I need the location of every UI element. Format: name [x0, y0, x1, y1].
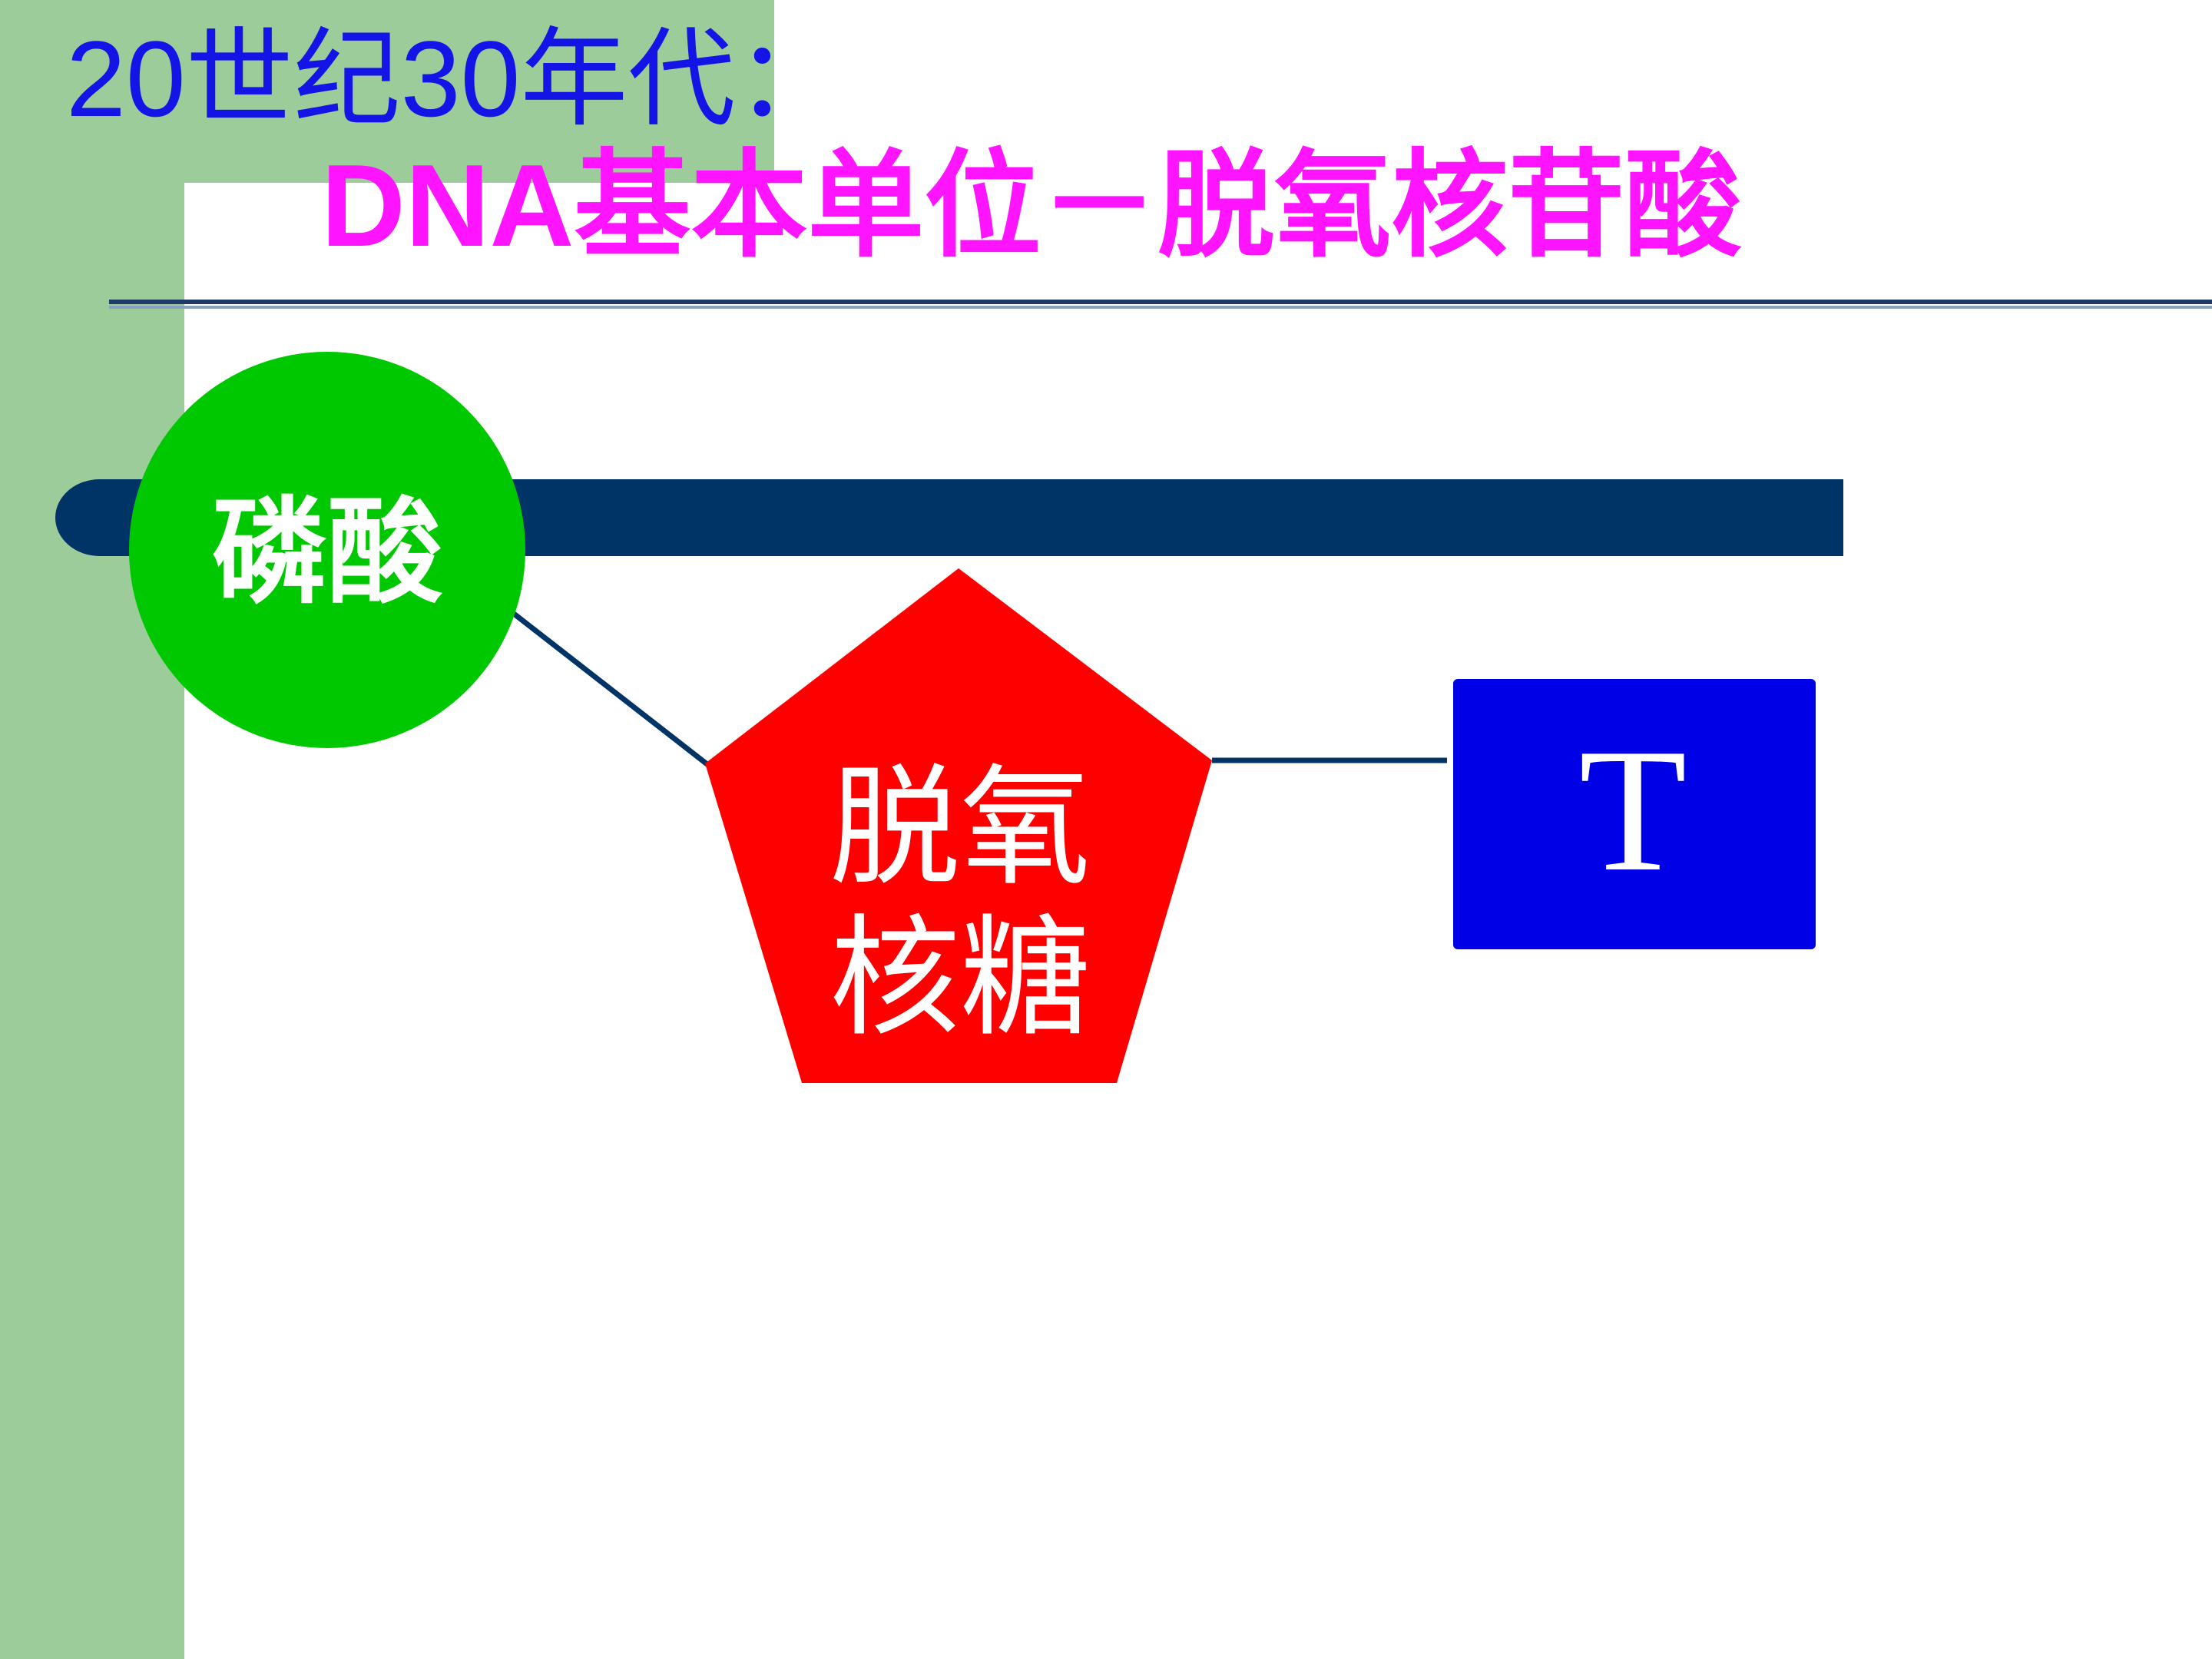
- slide-title-line2: DNA基本单位－脱氧核苷酸: [321, 141, 1742, 271]
- content-panel: [184, 183, 2212, 1659]
- base-rectangle: [1453, 679, 1816, 949]
- phosphate-label: 磷酸: [211, 486, 442, 620]
- deoxyribose-pentagon: [705, 568, 1212, 1083]
- top-decor-band: [0, 0, 774, 184]
- phosphate-circle: [129, 352, 525, 748]
- left-decor-band: [0, 0, 184, 1659]
- phosphate-sugar-bond: [505, 606, 710, 767]
- deoxyribose-label: 脱氧 核糖: [799, 753, 1121, 1054]
- deoxyribose-label-line2: 核糖: [829, 902, 1091, 1055]
- deoxyribose-label-line1: 脱氧: [829, 752, 1091, 904]
- slide-title-line1: 20世纪30年代：: [66, 18, 843, 139]
- title-rule: [109, 300, 2212, 304]
- title-rule-shadow: [109, 306, 2212, 309]
- base-label: T: [1578, 712, 1687, 908]
